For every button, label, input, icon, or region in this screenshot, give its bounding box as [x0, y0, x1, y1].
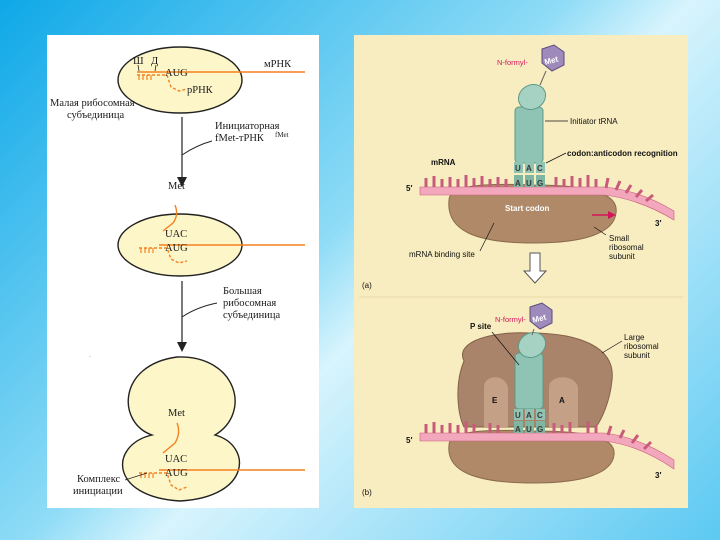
- small-subunit-label-a-3: subunit: [609, 252, 636, 261]
- recognition-label-a: codon:anticodon recognition: [567, 149, 678, 158]
- five-prime-a: 5′: [406, 184, 412, 193]
- small-subunit-label-a-1: Small: [609, 234, 629, 243]
- small-subunit-shape-b: [448, 429, 615, 484]
- initiator-trna-sup: fMet: [275, 131, 289, 139]
- large-subunit-label-2: рибосомная: [223, 298, 276, 309]
- codon-b-2: U: [526, 425, 532, 434]
- codon-b-1: A: [515, 425, 521, 434]
- small-subunit-oval: [117, 46, 243, 114]
- a-site-label-b: A: [559, 396, 565, 405]
- initiator-trna-top-b: [517, 331, 547, 359]
- aug-codon-1: AUG: [165, 68, 188, 79]
- aug-codon-2: AUG: [165, 243, 188, 254]
- binding-site-label-a: mRNA binding site: [409, 250, 475, 259]
- aug-codon-3: AUG: [165, 468, 188, 479]
- panel-a-label: (a): [362, 281, 372, 290]
- three-prime-a: 3′: [655, 219, 661, 228]
- initiator-trna-label-2: fMet-тРНК: [215, 133, 265, 144]
- start-codon-label-a: Start codon: [505, 204, 550, 213]
- stage-initiation-complex: Met UAC AUG Комплекс инициации: [73, 356, 305, 502]
- rrna-comb: [138, 75, 152, 80]
- mrna-label-a: mRNA: [431, 158, 456, 167]
- mrna-label: мРНК: [264, 59, 292, 70]
- uac-anticodon-3: UAC: [165, 454, 187, 465]
- met-hexagon-b: [529, 302, 553, 330]
- initiation-scheme-en: A U G U A C Met N-formyl- Initiator tRNA…: [359, 44, 683, 497]
- initiator-trna-body-b: [514, 352, 544, 410]
- p-site-label-b: P site: [470, 322, 492, 331]
- codon-a-3: G: [537, 179, 543, 188]
- e-site-b: [484, 377, 508, 427]
- codon-b-3: G: [537, 425, 543, 434]
- large-subunit-label-3: субъединица: [223, 310, 280, 321]
- uac-anticodon-2: UAC: [165, 229, 187, 240]
- initiator-trna-label-a: Initiator tRNA: [570, 117, 618, 126]
- complex-label-1: Комплекс: [77, 474, 121, 485]
- complex-label-2: инициации: [73, 486, 123, 497]
- right-diagram-panel: A U G U A C Met N-formyl- Initiator tRNA…: [354, 35, 688, 508]
- initiator-trna-label-1: Инициаторная: [215, 121, 280, 132]
- arrow-head-1: [177, 177, 187, 187]
- anticodon-b-2: A: [526, 411, 532, 420]
- rrna-strand-3: [139, 472, 188, 491]
- mrna-bases-a: [424, 175, 654, 203]
- codon-a-2: U: [526, 179, 532, 188]
- anticodon-a-2: A: [526, 164, 532, 173]
- small-subunit-label-1: Малая рибосомная: [50, 98, 135, 109]
- rrna-comb-2: [140, 248, 154, 253]
- stage-trna-bound: Met UAC AUG: [117, 181, 305, 277]
- rrna-comb-3: [140, 473, 154, 478]
- left-diagram-panel: Ш Д AUG мРНК рРНК Малая рибосомная субъе…: [47, 35, 319, 508]
- transition-arrow: [522, 252, 548, 284]
- arrow-branch-2: [181, 302, 218, 318]
- trna-strand-3: [162, 422, 180, 454]
- met-hexagon-a: [541, 44, 565, 72]
- sh-label: Ш: [133, 56, 144, 67]
- mrna-bases-b: [424, 421, 653, 451]
- initiator-trna-top-a: [517, 83, 547, 111]
- large-subunit-label-b-3: subunit: [624, 351, 651, 360]
- rrna-label: рРНК: [187, 85, 214, 96]
- trna-strand-2: [162, 204, 178, 232]
- ribosome-complex-shape: [121, 356, 240, 502]
- three-prime-b: 3′: [655, 471, 661, 480]
- initiation-scheme-ru: Ш Д AUG мРНК рРНК Малая рибосомная субъе…: [50, 46, 305, 502]
- anticodon-b-1: U: [515, 411, 521, 420]
- rrna-strand: [137, 74, 188, 92]
- small-subunit-label-a-2: ribosomal: [609, 243, 644, 252]
- panel-b: A U G U A C Met N-formyl- P site Large r…: [362, 302, 675, 497]
- small-subunit-label-2: субъединица: [67, 110, 124, 121]
- panel-a: A U G U A C Met N-formyl- Initiator tRNA…: [362, 44, 678, 290]
- met-label-a: Met: [543, 55, 559, 67]
- a-site-b: [549, 377, 578, 427]
- met-label-b: Met: [531, 313, 547, 325]
- stage-small-subunit: Ш Д AUG мРНК рРНК Малая рибосомная субъе…: [50, 46, 305, 121]
- large-subunit-label-b-1: Large: [624, 333, 645, 342]
- e-site-label-b: E: [492, 396, 498, 405]
- n-formyl-label-b: N-formyl-: [495, 315, 526, 324]
- svg-text:.: .: [89, 351, 91, 359]
- rrna-strand-2: [139, 247, 188, 264]
- mrna-band-a: [419, 186, 675, 221]
- large-subunit-label-b-2: ribosomal: [624, 342, 659, 351]
- n-formyl-label-a: N-formyl-: [497, 58, 528, 67]
- panel-b-label: (b): [362, 488, 372, 497]
- anticodon-a-3: C: [537, 164, 543, 173]
- met-label-3: Met: [168, 408, 185, 419]
- large-subunit-label-1: Большая: [223, 286, 262, 297]
- anticodon-a-1: U: [515, 164, 521, 173]
- five-prime-b: 5′: [406, 436, 412, 445]
- codon-a-1: A: [515, 179, 521, 188]
- arrow-branch-1: [181, 140, 213, 156]
- arrow-head-2: [177, 342, 187, 352]
- d-label: Д: [151, 56, 158, 67]
- met-label-2: Met: [168, 181, 185, 192]
- anticodon-b-3: C: [537, 411, 543, 420]
- initiator-trna-body-a: [514, 106, 544, 164]
- small-subunit-shape-a: [448, 183, 617, 244]
